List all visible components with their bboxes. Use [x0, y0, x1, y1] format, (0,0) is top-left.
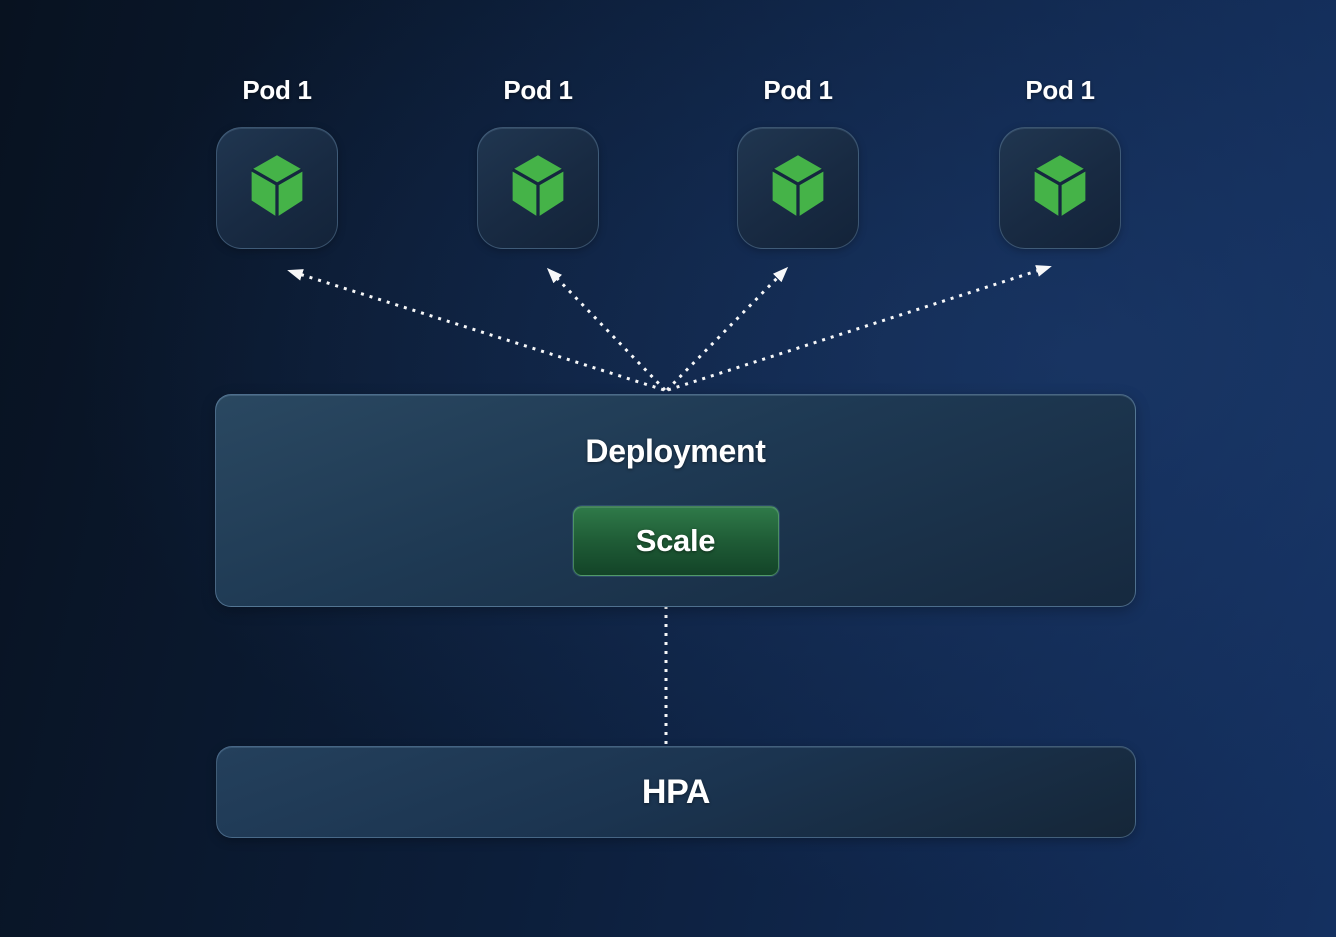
cube-icon: [248, 153, 306, 224]
pod-label: Pod 1: [503, 75, 573, 105]
pod-node-4: Pod 1: [999, 70, 1121, 249]
pod-label: Pod 1: [242, 75, 312, 105]
hpa-title: HPA: [641, 772, 711, 811]
pod-label: Pod 1: [763, 75, 833, 105]
deployment-title: Deployment: [585, 433, 766, 469]
arrow-deployment-to-pod-2: [546, 267, 667, 392]
hpa-box: HPA: [216, 746, 1136, 838]
cube-icon: [769, 153, 827, 224]
cube-icon: [509, 153, 567, 224]
pod-card: [216, 127, 338, 249]
pod-label: Pod 1: [1025, 75, 1095, 105]
arrow-deployment-to-pod-3: [665, 266, 789, 392]
scale-button[interactable]: Scale: [572, 506, 779, 576]
deployment-box: Deployment Scale: [215, 394, 1136, 607]
cube-icon: [1031, 153, 1089, 224]
pod-card: [477, 127, 599, 249]
pod-node-2: Pod 1: [477, 70, 599, 249]
pod-card: [999, 127, 1121, 249]
pod-node-3: Pod 1: [737, 70, 859, 249]
pod-card: [737, 127, 859, 249]
pod-node-1: Pod 1: [216, 70, 338, 249]
arrow-deployment-to-pod-1: [287, 269, 665, 392]
arrow-deployment-to-pod-4: [667, 265, 1052, 392]
